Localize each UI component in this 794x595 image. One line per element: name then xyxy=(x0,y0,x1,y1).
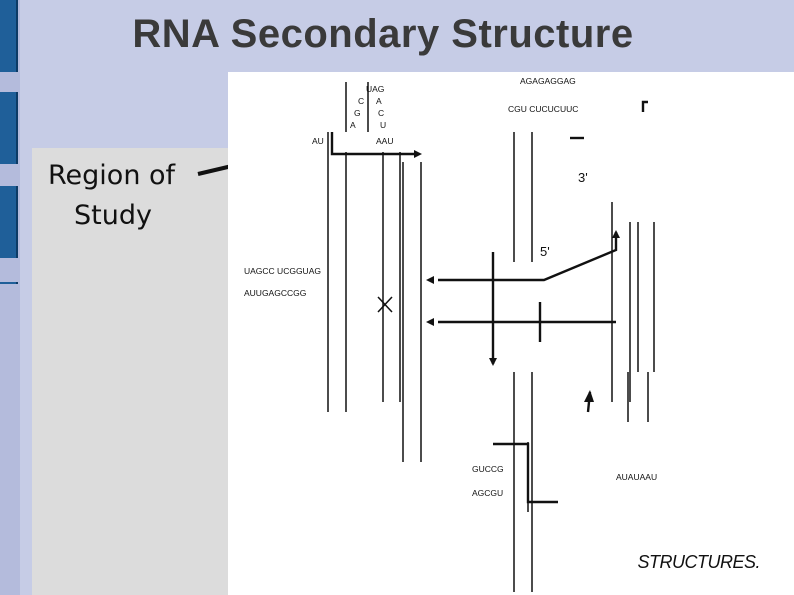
svg-text:GUCCG: GUCCG xyxy=(472,464,504,474)
svg-text:C: C xyxy=(378,108,384,118)
svg-text:AUAUAAU: AUAUAAU xyxy=(616,472,657,482)
svg-text:AUUGAGCCGG: AUUGAGCCGG xyxy=(244,288,306,298)
svg-text:C: C xyxy=(358,96,364,106)
svg-text:AGCGU: AGCGU xyxy=(472,488,503,498)
region-of-study-label: Region of Study xyxy=(48,156,228,236)
tab-marker-2 xyxy=(0,92,18,164)
svg-text:UAGCC UCGGUAG: UAGCC UCGGUAG xyxy=(244,266,321,276)
region-label-line2: Study xyxy=(74,200,152,231)
svg-text:CGU CUCUCUUC: CGU CUCUCUUC xyxy=(508,104,578,114)
svg-text:G: G xyxy=(354,108,361,118)
tab-marker-4 xyxy=(0,282,18,284)
svg-text:AGAGAGGAG: AGAGAGGAG xyxy=(520,76,576,86)
figure-caption: STRUCTURES. xyxy=(637,552,760,572)
svg-text:A: A xyxy=(376,96,382,106)
svg-text:AAU: AAU xyxy=(376,136,393,146)
region-label-line1: Region of xyxy=(48,160,176,191)
slide-title: RNA Secondary Structure xyxy=(132,12,634,56)
svg-text:UAG: UAG xyxy=(366,84,384,94)
svg-text:U: U xyxy=(380,120,386,130)
svg-text:A: A xyxy=(350,120,356,130)
svg-text:AU: AU xyxy=(312,136,324,146)
gray-panel xyxy=(32,148,228,595)
svg-text:5': 5' xyxy=(540,244,550,259)
tab-marker-1 xyxy=(0,0,18,72)
tab-marker-3 xyxy=(0,186,18,258)
svg-text:3': 3' xyxy=(578,170,588,185)
